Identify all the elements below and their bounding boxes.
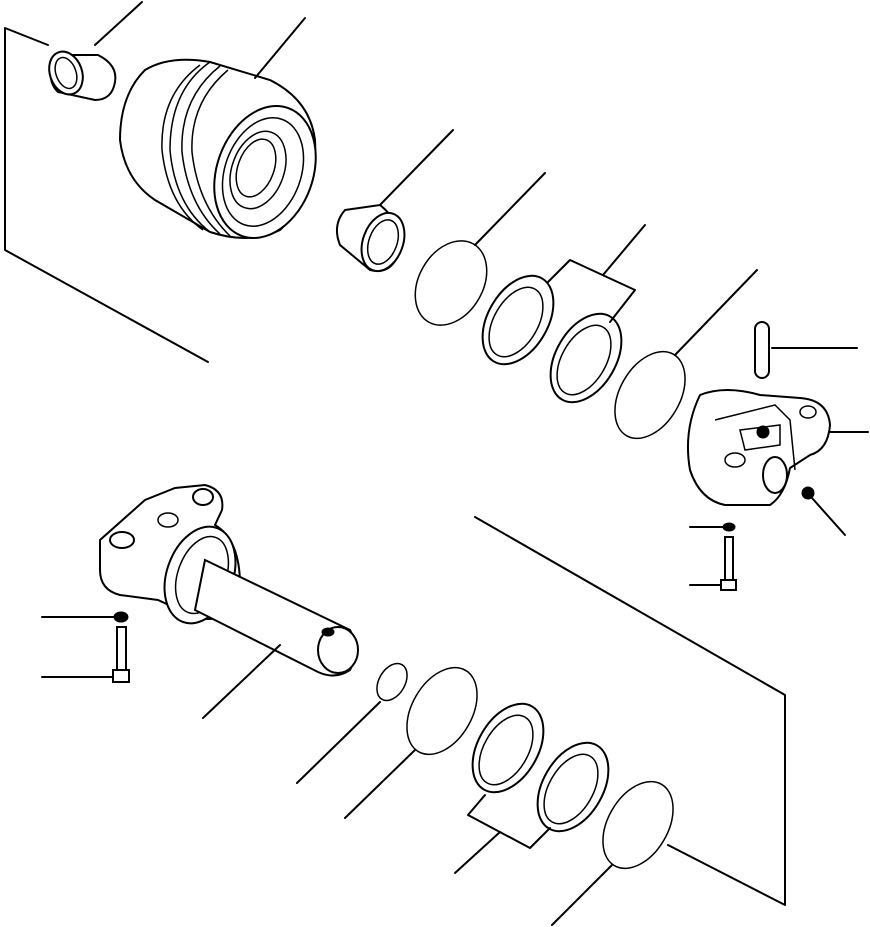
o-ring-upper-right xyxy=(614,269,758,440)
shaft-assembly xyxy=(99,483,359,719)
washer-right xyxy=(689,522,736,532)
leader-line xyxy=(202,644,281,719)
leader-line xyxy=(454,831,501,874)
upper-frame-bracket xyxy=(4,27,209,363)
leader-line xyxy=(602,224,646,276)
leader-line xyxy=(254,17,306,79)
bushing-middle xyxy=(335,129,454,273)
small-o-ring-lower xyxy=(296,662,408,784)
leader-line xyxy=(296,701,381,784)
o-ring-upper xyxy=(414,172,546,326)
leader-line xyxy=(811,497,846,536)
leader-line xyxy=(344,749,416,819)
pin xyxy=(754,321,858,379)
leader-line xyxy=(674,269,758,356)
bolt-left xyxy=(41,626,130,683)
seal-ring-upper-1 xyxy=(481,274,555,366)
collar-right xyxy=(687,389,869,506)
roller-body xyxy=(118,17,317,240)
seal-pair-bracket-lower xyxy=(454,794,551,874)
o-ring-lower xyxy=(344,666,478,819)
lower-frame-bracket xyxy=(474,516,786,906)
washer-left xyxy=(41,611,129,623)
o-ring-lower-right xyxy=(551,780,674,926)
leader-line xyxy=(94,1,143,46)
seal-ring-upper-2 xyxy=(549,312,623,404)
leader-line xyxy=(379,129,454,206)
bushing-top xyxy=(48,1,143,102)
leader-line xyxy=(474,172,546,246)
plug xyxy=(801,486,846,536)
leader-line xyxy=(551,864,613,926)
seal-ring-lower-1 xyxy=(471,702,545,794)
bolt-right xyxy=(689,536,737,591)
seal-pair-bracket-upper xyxy=(547,224,646,323)
